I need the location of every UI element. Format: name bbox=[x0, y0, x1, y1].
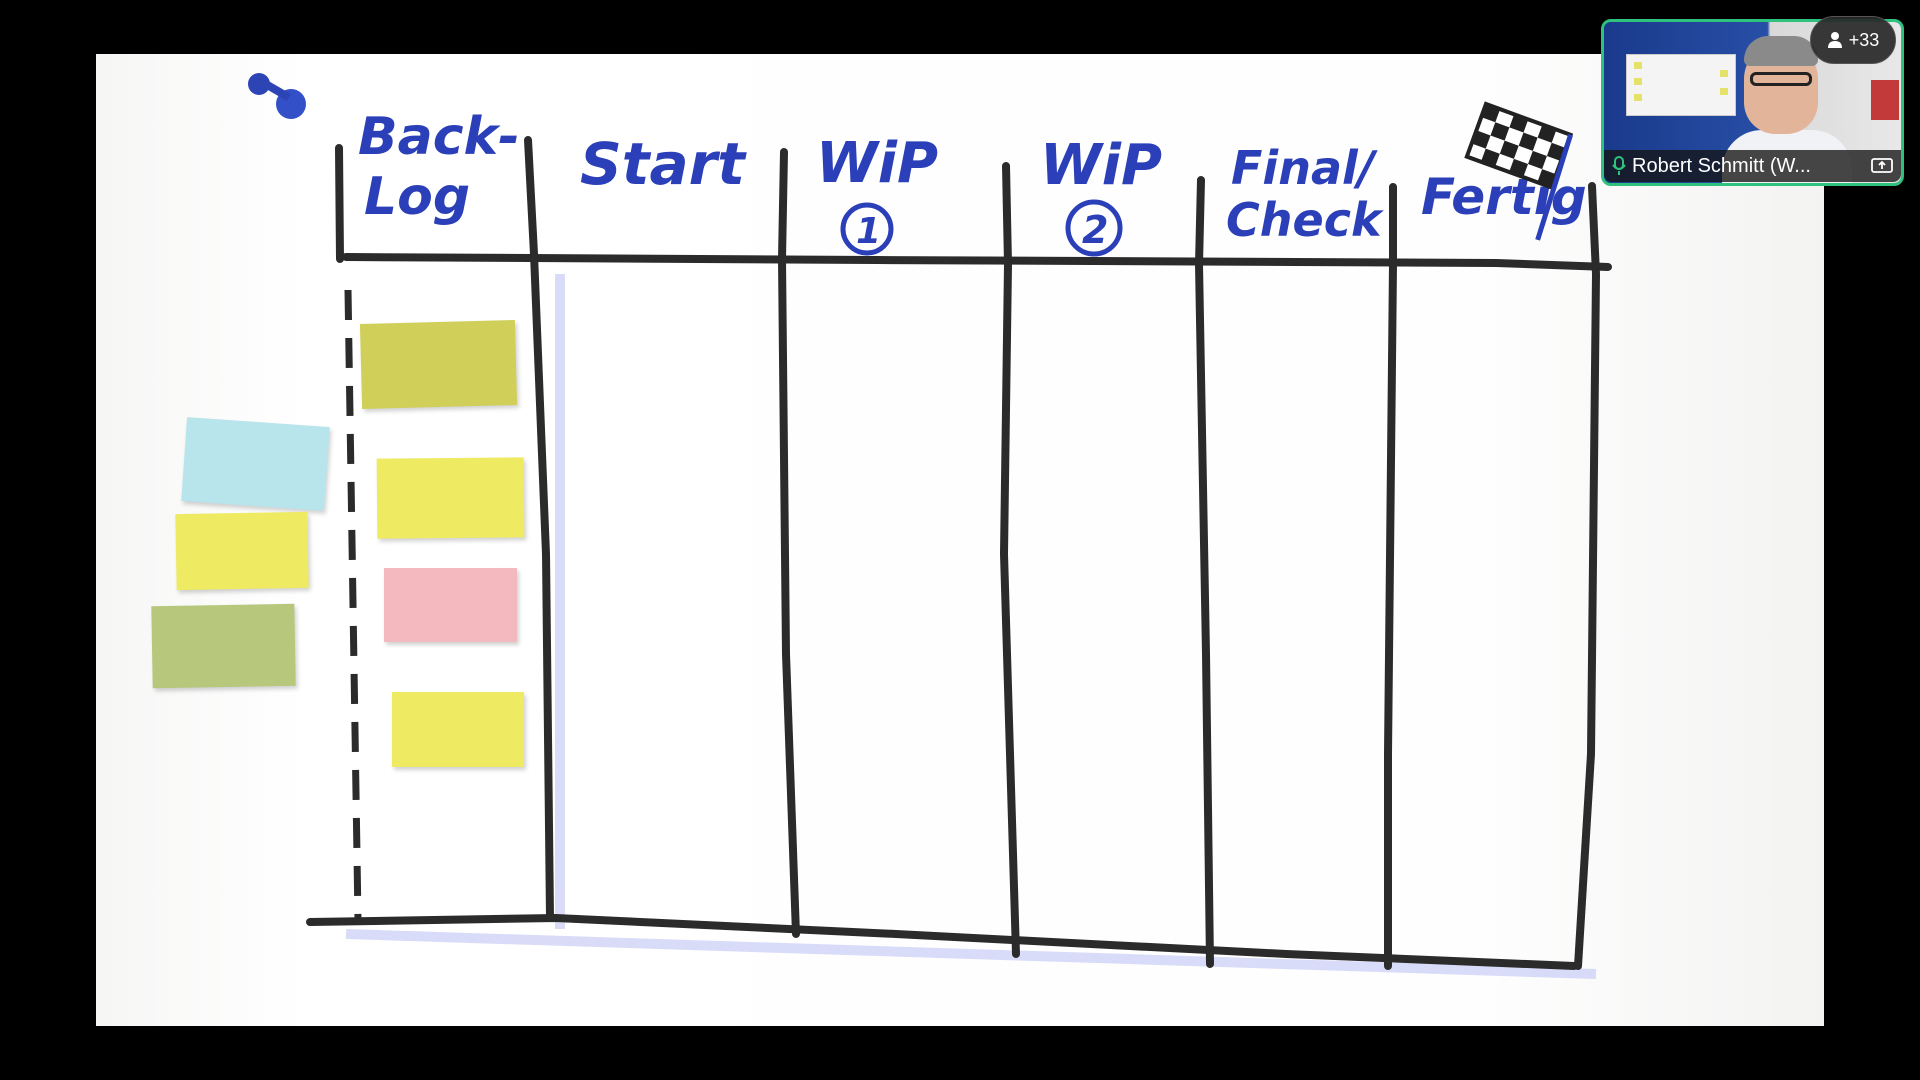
column-label-final: Final/ bbox=[1231, 141, 1378, 195]
participant-name-bar: Robert Schmitt (W... bbox=[1604, 150, 1901, 182]
tile-sticky bbox=[1720, 88, 1728, 95]
kanban-board: Back- Log Start WiP 1 WiP 2 Final/ Check… bbox=[248, 73, 1612, 979]
column-label-backlog-2: Log bbox=[364, 167, 470, 227]
participant-count: +33 bbox=[1848, 29, 1880, 50]
backlog-note-1[interactable] bbox=[359, 319, 518, 410]
tile-sticky bbox=[1634, 62, 1642, 69]
column-label-wip2: WiP bbox=[1040, 133, 1162, 198]
screen-share-icon[interactable] bbox=[1871, 157, 1893, 175]
tile-sticky bbox=[1634, 78, 1642, 85]
pushpin-icon bbox=[248, 73, 306, 119]
participant-count-button[interactable]: +33 bbox=[1810, 16, 1896, 64]
column-label-backlog-1: Back- bbox=[358, 107, 520, 167]
column-label-start: Start bbox=[580, 130, 747, 198]
participant-name: Robert Schmitt (W... bbox=[1632, 154, 1811, 177]
wip2-circle bbox=[1065, 199, 1123, 257]
microphone-icon[interactable] bbox=[1612, 156, 1626, 176]
participant-background-object bbox=[1871, 80, 1899, 120]
outside-note-blue[interactable] bbox=[181, 417, 330, 511]
column-label-wip1: WiP bbox=[816, 131, 938, 196]
participant-board-thumbnail bbox=[1626, 54, 1736, 116]
backlog-note-4[interactable] bbox=[392, 692, 524, 767]
backlog-note-2[interactable] bbox=[376, 457, 525, 539]
column-label-check: Check bbox=[1226, 193, 1384, 247]
participant-hair bbox=[1744, 36, 1818, 66]
tile-sticky bbox=[1720, 70, 1728, 77]
finish-flag-icon bbox=[1464, 101, 1574, 241]
tile-sticky bbox=[1634, 94, 1642, 101]
person-icon bbox=[1827, 32, 1842, 48]
outside-note-yellow[interactable] bbox=[175, 511, 309, 591]
board-grid bbox=[306, 136, 1612, 970]
backlog-dashed-line bbox=[344, 289, 362, 920]
outside-note-green[interactable] bbox=[151, 603, 296, 689]
column-label-wip2-number: 2 bbox=[1082, 208, 1108, 252]
backlog-note-3[interactable] bbox=[384, 568, 517, 642]
participant-glasses bbox=[1750, 72, 1812, 86]
wip1-circle bbox=[840, 202, 894, 256]
shared-video-feed: Back- Log Start WiP 1 WiP 2 Final/ Check… bbox=[96, 54, 1824, 1026]
column-label-wip1-number: 1 bbox=[856, 211, 881, 252]
column-label-fertig: Fertig bbox=[1421, 168, 1587, 226]
